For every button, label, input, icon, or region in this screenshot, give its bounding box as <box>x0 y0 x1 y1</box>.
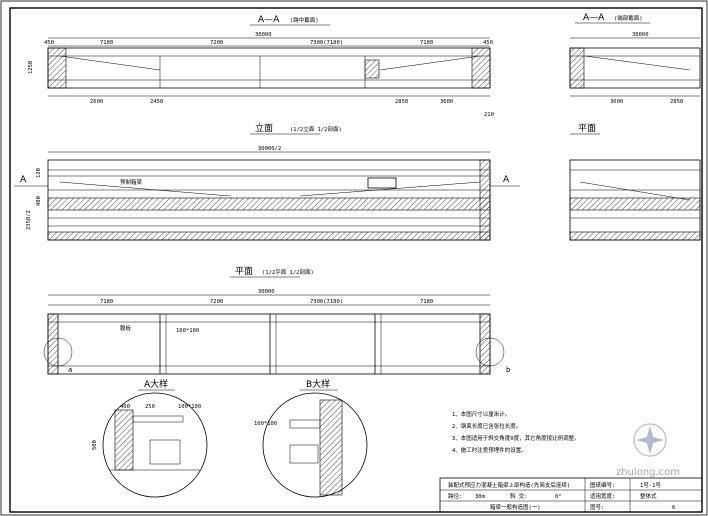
dim-2600: 2600 <box>90 99 103 105</box>
cut-mark-a-left: A <box>20 175 27 185</box>
det-a-500: 500 <box>92 440 98 450</box>
section-aa-right-title: A—A <box>583 13 605 23</box>
dim-2850: 2850 <box>395 99 408 105</box>
notes: 1、本图尺寸以厘米计。 2、钢束长度已含张拉长度。 3、本图适用于斜交角度0度，… <box>452 410 580 454</box>
plan-title: 平面 <box>235 266 253 277</box>
detail-b: B大样 100*100 <box>254 378 368 498</box>
dim-h480: 480 <box>36 196 42 206</box>
dim-2450: 2450 <box>150 99 163 105</box>
dim-210: 210 <box>484 112 494 118</box>
tb-project: 装配式预应力混凝土箱梁上部构造(先简支后连续) <box>448 481 570 489</box>
cut-mark-a-right: A <box>503 175 510 185</box>
dim-elev-total: 30000/2 <box>258 146 281 152</box>
detail-a: A大样 400 250 100*100 500 <box>92 378 208 498</box>
section-aa-main: A—A (跨中截面) 30000 450 7180 7200 7300(7180… <box>28 15 494 118</box>
section-aa-main-note: (跨中截面) <box>290 16 319 24</box>
tb-skew-label: 斜 交: <box>510 492 528 500</box>
title-block: 装配式预应力混凝土箱梁上部构造(先简支后连续) 跨径: 30m 斜 交: 0° … <box>439 477 703 513</box>
det-a-100: 100*100 <box>178 404 201 410</box>
drawing-frame <box>9 7 703 513</box>
dim-3600: 3600 <box>440 99 453 105</box>
dim-span4: 7180 <box>420 40 433 46</box>
tb-span-value: 30m <box>475 494 486 500</box>
plan-view: 平面 (1/2平面 1/2剖面) 30000 7180 7200 7300(71… <box>43 266 510 375</box>
dim-p7180b: 7180 <box>420 299 433 305</box>
plan-right-title: 平面 <box>578 123 596 134</box>
detail-b-title: B大样 <box>306 378 330 390</box>
tb-code-label: 图纸编号: <box>590 481 615 489</box>
dim-left-a: 450 <box>44 40 54 46</box>
tb-span-label: 跨径: <box>448 492 462 500</box>
tb-drawing-name: 箱梁一般构造图(一) <box>490 503 541 511</box>
tb-sheet-value: 6 <box>672 505 675 511</box>
plan-right-view: 平面 <box>569 123 701 241</box>
tb-sheet-label: 图号: <box>590 503 604 511</box>
dim-span3: 7300(7180) <box>310 40 343 46</box>
tb-skew-value: 0° <box>555 494 562 500</box>
dim-plan-total: 30000 <box>258 289 275 295</box>
label-web: 腹板 <box>120 324 132 332</box>
section-aa-right: A—A (端部截面) 30000 3600 2850 <box>569 13 701 105</box>
dim-p7300: 7300(7180) <box>310 299 343 305</box>
note-3: 3、本图适用于斜交角度0度，其它角度按比例调整。 <box>452 434 580 442</box>
note-2: 2、钢束长度已含张拉长度。 <box>452 422 521 430</box>
label-deck: 预制箱梁 <box>120 178 143 186</box>
dim-total-main: 30000 <box>255 32 272 38</box>
elevation-view: 立面 (1/2立面 1/2剖面) 30000/2 A A 预制箱梁 2350/2… <box>14 122 520 241</box>
section-aa-main-title: A—A <box>258 15 280 25</box>
section-aa-right-note: (端部截面) <box>614 14 643 22</box>
dim-right-a: 450 <box>483 40 493 46</box>
dim-span2: 7200 <box>210 40 223 46</box>
dim-r2850: 2850 <box>670 99 683 105</box>
dim-h2350: 2350/2 <box>26 210 32 230</box>
note-1: 1、本图尺寸以厘米计。 <box>452 410 510 418</box>
dim-span1: 7180 <box>100 40 113 46</box>
dim-r3600: 3600 <box>610 99 623 105</box>
tb-code-value: 1号-1号 <box>640 482 661 489</box>
dim-total-right: 30000 <box>632 32 649 38</box>
dim-p7180a: 7180 <box>100 299 113 305</box>
watermark: zhulong.com <box>616 423 680 478</box>
tb-scale-value: 整体式 <box>640 492 657 500</box>
dim-h120: 120 <box>36 168 42 178</box>
dim-p7200: 7200 <box>210 299 223 305</box>
detail-mark-a: a <box>68 366 72 374</box>
watermark-site: zhulong.com <box>616 467 680 478</box>
det-a-250: 250 <box>145 404 155 410</box>
det-a-400: 400 <box>120 404 130 410</box>
dim-box: 100*100 <box>176 328 199 334</box>
plan-note: (1/2平面 1/2剖面) <box>262 268 314 276</box>
det-b-100: 100*100 <box>254 421 277 427</box>
elevation-note: (1/2立面 1/2剖面) <box>290 125 342 133</box>
detail-mark-b: b <box>506 366 510 374</box>
elevation-title: 立面 <box>255 122 273 134</box>
dim-h1250: 1250 <box>28 61 34 74</box>
tb-scale-label: 适用宽度: <box>590 492 615 500</box>
detail-a-title: A大样 <box>144 378 168 390</box>
note-4: 4、施工时注意预埋件的设置。 <box>452 446 527 454</box>
